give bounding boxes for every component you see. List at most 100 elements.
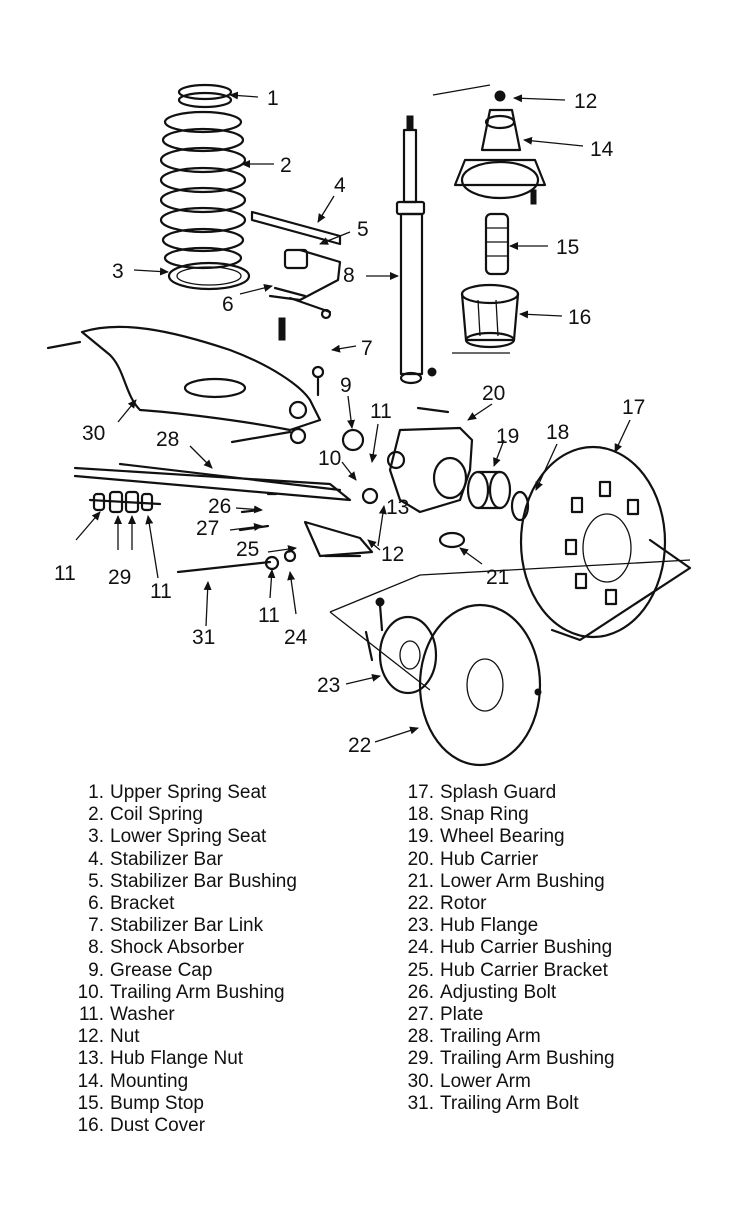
legend-item: 30.Lower Arm bbox=[400, 1071, 615, 1093]
callout-29: 29 bbox=[108, 566, 131, 589]
legend-number: 2. bbox=[88, 804, 104, 826]
legend-item: 11. Washer bbox=[0, 1004, 297, 1026]
legend-number: 20. bbox=[407, 848, 434, 870]
hub-flange-drawing bbox=[364, 597, 438, 695]
legend-number: 22. bbox=[407, 893, 434, 915]
callout-28: 28 bbox=[156, 428, 179, 451]
callout-30: 30 bbox=[82, 422, 105, 445]
legend-item: 3. Lower Spring Seat bbox=[0, 826, 297, 848]
callout-16: 16 bbox=[568, 306, 591, 329]
stabilizer-bar-drawing bbox=[250, 210, 342, 341]
legend-label: Stabilizer Bar Bushing bbox=[110, 870, 297, 892]
trailing-arm-drawing bbox=[73, 462, 352, 574]
splash-guard-drawing bbox=[519, 445, 692, 642]
callout-labels: 1 2 3 4 5 6 7 8 9 10 11 12 14 15 16 17 1… bbox=[54, 87, 645, 757]
legend-label: Trailing Arm Bolt bbox=[440, 1092, 579, 1114]
legend-label: Rotor bbox=[440, 893, 487, 915]
legend-item: 20. Hub Carrier bbox=[400, 849, 615, 871]
legend-item: 29.Trailing Arm Bushing bbox=[400, 1048, 615, 1070]
legend-item: 25. Hub Carrier Bracket bbox=[400, 960, 615, 982]
callout-25: 25 bbox=[236, 538, 259, 561]
legend-item: 15.Bump Stop bbox=[0, 1093, 297, 1115]
legend-label: Trailing Arm Bushing bbox=[110, 981, 285, 1003]
legend-item: 12. Nut bbox=[0, 1026, 297, 1048]
legend-label: Hub Carrier bbox=[440, 848, 539, 870]
callout-22: 22 bbox=[348, 734, 371, 757]
legend-right-column: 17.Splash Guard 18.Snap Ring 19.Wheel Be… bbox=[400, 782, 615, 1115]
callout-14: 14 bbox=[590, 138, 614, 161]
legend-label: Coil Spring bbox=[110, 804, 203, 826]
legend-number: 28. bbox=[407, 1026, 434, 1048]
legend-number: 4. bbox=[88, 848, 104, 870]
legend-label: Stabilizer Bar bbox=[110, 848, 223, 870]
legend-label: Splash Guard bbox=[440, 782, 557, 803]
legend-number: 24. bbox=[407, 937, 434, 959]
legend-number: 7. bbox=[88, 915, 104, 937]
legend-left-column: 1. Upper Spring Seat 2. Coil Spring 3. Lowe… bbox=[0, 782, 297, 1137]
legend-label: Upper Spring Seat bbox=[110, 782, 267, 803]
rotor-drawing bbox=[329, 559, 691, 767]
legend-item: 24. Hub Carrier Bushing bbox=[400, 937, 615, 959]
bump-stop-drawing bbox=[484, 212, 510, 276]
legend-label: Washer bbox=[110, 1004, 175, 1026]
callout-31: 31 bbox=[192, 626, 215, 649]
legend-label: Lower Spring Seat bbox=[110, 826, 267, 848]
legend-item: 16. Dust Cover bbox=[0, 1115, 297, 1137]
legend-number: 29. bbox=[407, 1048, 434, 1070]
legend-item: 27.Plate bbox=[400, 1004, 615, 1026]
legend-label: Dust Cover bbox=[110, 1115, 206, 1137]
callout-11-left: 11 bbox=[54, 562, 76, 585]
callout-1: 1 bbox=[267, 87, 279, 110]
callout-3: 3 bbox=[112, 260, 124, 283]
callout-21: 21 bbox=[486, 566, 509, 589]
callout-5: 5 bbox=[357, 218, 369, 241]
legend-number: 21. bbox=[407, 870, 434, 892]
legend-label: Shock Absorber bbox=[110, 937, 245, 959]
legend-label: Nut bbox=[110, 1026, 140, 1048]
legend-number: 17. bbox=[407, 782, 434, 803]
callout-26: 26 bbox=[208, 495, 231, 518]
hub-carrier-drawing bbox=[283, 426, 474, 563]
legend-number: 16. bbox=[77, 1115, 104, 1137]
legend-number: 25. bbox=[407, 959, 434, 981]
legend-number: 31. bbox=[407, 1092, 434, 1114]
legend-item: 23.Hub Flange bbox=[400, 915, 615, 937]
callout-27: 27 bbox=[196, 517, 219, 540]
legend-item: 18.Snap Ring bbox=[400, 804, 615, 826]
legend-number: 14. bbox=[77, 1070, 104, 1092]
legend-label: Hub Flange bbox=[440, 915, 539, 937]
callout-2: 2 bbox=[280, 154, 292, 177]
legend-number: 3. bbox=[88, 826, 104, 848]
legend-item: 31. Trailing Arm Bolt bbox=[400, 1093, 615, 1115]
shock-absorber-drawing bbox=[395, 84, 510, 414]
legend-number: 12. bbox=[77, 1026, 104, 1048]
legend-item: 14.Mounting bbox=[0, 1071, 297, 1093]
callout-11-bolt: 11 bbox=[258, 604, 280, 627]
legend-label: Adjusting Bolt bbox=[440, 981, 557, 1003]
legend-item: 1. Upper Spring Seat bbox=[0, 782, 297, 804]
legend-item: 2. Coil Spring bbox=[0, 804, 297, 826]
legend-item: 9.Grease Cap bbox=[0, 960, 297, 982]
legend-number: 9. bbox=[88, 959, 104, 981]
callout-18: 18 bbox=[546, 421, 569, 444]
legend-label: Hub Carrier Bracket bbox=[440, 959, 608, 981]
legend-number: 11. bbox=[78, 1004, 104, 1026]
legend-number: 26. bbox=[407, 981, 434, 1003]
callout-11-bushing: 11 bbox=[150, 580, 172, 603]
legend-label: Plate bbox=[440, 1004, 484, 1026]
legend-item: 5.Stabilizer Bar Bushing bbox=[0, 871, 297, 893]
legend-item: 6.Bracket bbox=[0, 893, 297, 915]
callout-4: 4 bbox=[334, 174, 346, 197]
callout-15: 15 bbox=[556, 236, 579, 259]
legend-number: 18. bbox=[407, 804, 434, 826]
callout-19: 19 bbox=[496, 425, 519, 448]
legend-number: 1. bbox=[88, 782, 104, 803]
legend-item: 21.Lower Arm Bushing bbox=[400, 871, 615, 893]
legend-number: 6. bbox=[88, 893, 104, 915]
callout-24: 24 bbox=[284, 626, 308, 649]
legend-item: 4. Stabilizer Bar bbox=[0, 849, 297, 871]
legend-label: Hub Carrier Bushing bbox=[440, 937, 613, 959]
exploded-suspension-diagram: 1 2 3 4 5 6 7 8 9 10 11 12 14 15 16 17 1… bbox=[46, 83, 692, 767]
legend-item: 22. Rotor bbox=[400, 893, 615, 915]
legend-item: 10.Trailing Arm Bushing bbox=[0, 982, 297, 1004]
